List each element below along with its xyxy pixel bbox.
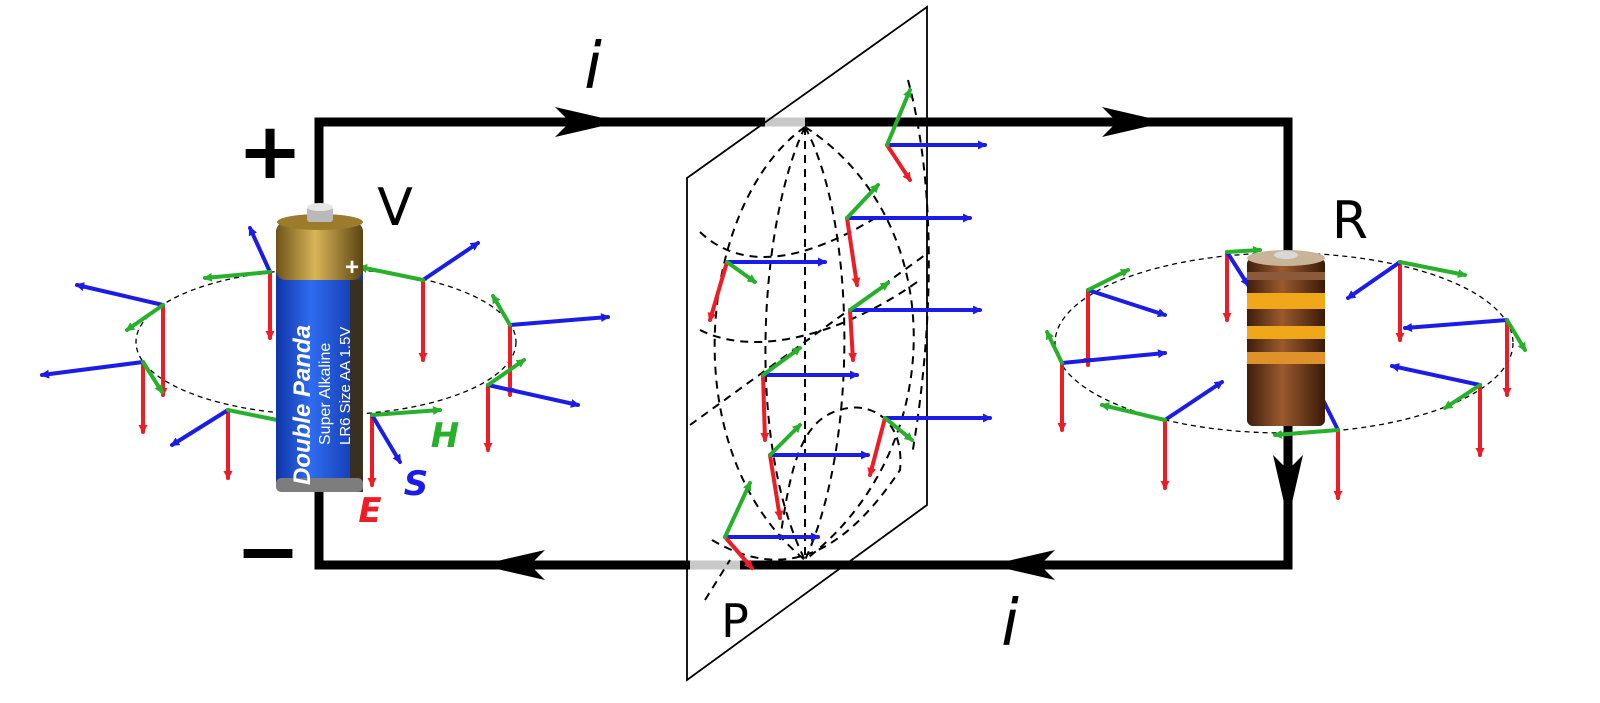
current-label-top: i bbox=[584, 30, 602, 104]
current-arrow-bottom-left bbox=[480, 550, 545, 580]
h-field-label: H bbox=[431, 416, 459, 456]
current-arrows bbox=[480, 107, 1303, 580]
battery-line2: LR6 Size AA 1.5V bbox=[337, 327, 354, 445]
plane-label: P bbox=[721, 594, 749, 648]
battery-plus-sign: + bbox=[237, 107, 302, 197]
battery: + Double Panda Super Alkaline LR6 Size A… bbox=[276, 203, 363, 492]
current-label-bottom: i bbox=[1001, 587, 1019, 661]
s-field-label: S bbox=[404, 464, 429, 504]
resistor-field-loop bbox=[1045, 245, 1527, 500]
current-arrow-top-left bbox=[555, 107, 620, 137]
battery-terminal-plus: + bbox=[345, 254, 359, 281]
battery-line1: Super Alkaline bbox=[317, 343, 334, 445]
battery-minus-sign: − bbox=[235, 507, 300, 597]
resistor-band-3 bbox=[1247, 352, 1325, 364]
current-arrow-bottom-right bbox=[990, 550, 1055, 580]
resistor bbox=[1247, 250, 1325, 426]
battery-brand: Double Panda bbox=[289, 325, 316, 485]
surface-plane-p bbox=[686, 5, 992, 682]
resistor-label: R bbox=[1332, 191, 1368, 251]
current-arrow-right-down bbox=[1273, 455, 1303, 520]
e-field-label: E bbox=[358, 491, 381, 531]
voltage-label: V bbox=[377, 178, 413, 238]
battery-field-loop bbox=[40, 226, 610, 487]
resistor-band-1 bbox=[1247, 293, 1325, 309]
circuit-wire bbox=[314, 117, 1293, 570]
resistor-band-2 bbox=[1247, 326, 1325, 339]
current-arrow-top-right bbox=[1102, 107, 1167, 137]
